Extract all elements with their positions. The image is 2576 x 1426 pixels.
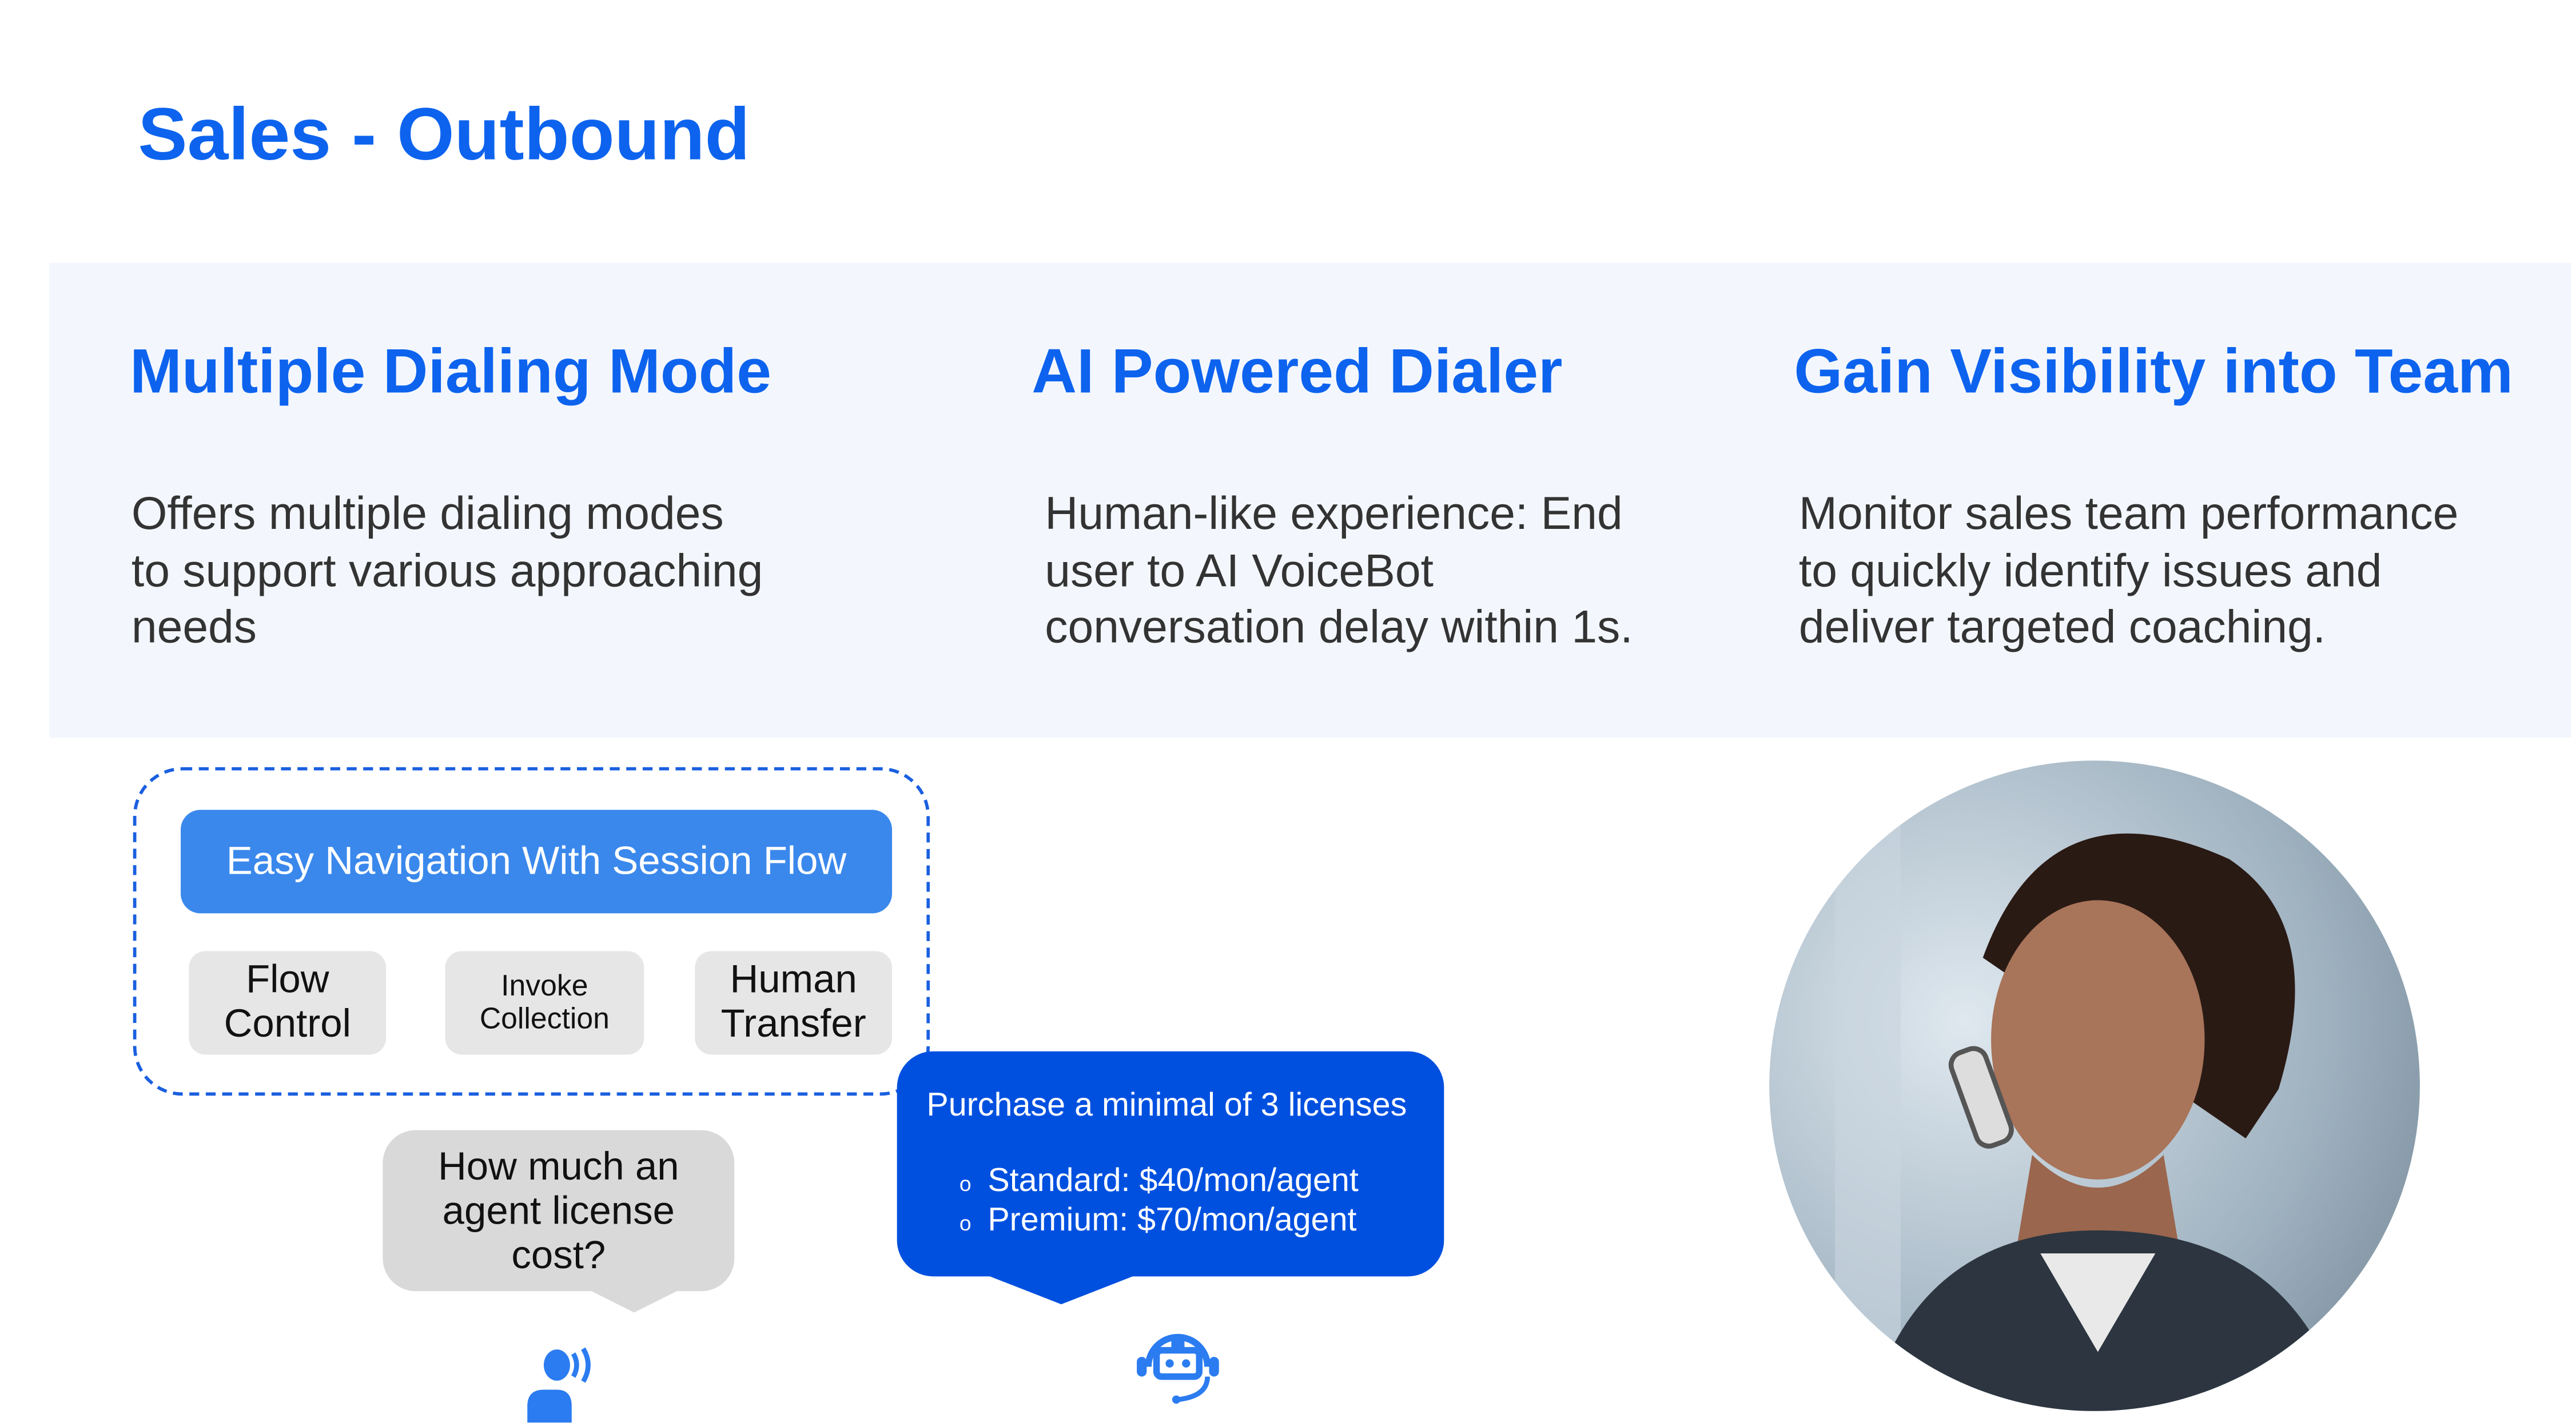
chip-flow-control[interactable]: Flow Control <box>189 951 387 1055</box>
feature-heading-dialing: Multiple Dialing Mode <box>129 338 772 408</box>
question-text: How much an agent license cost? <box>438 1144 679 1277</box>
answer-item-text: Standard: $40/mon/agent <box>988 1163 1359 1200</box>
session-flow-box <box>133 767 930 1096</box>
feature-heading-ai: AI Powered Dialer <box>1032 338 1563 408</box>
woman-on-phone-photo <box>1769 760 2420 1411</box>
photo-illustration <box>1835 760 2344 1411</box>
feature-heading-visibility: Gain Visibility into Team <box>1794 338 2514 408</box>
robot-agent-icon <box>1137 1333 1219 1404</box>
answer-item-text: Premium: $70/mon/agent <box>988 1202 1357 1239</box>
feature-body-visibility: Monitor sales team performance to quickl… <box>1798 488 2459 652</box>
question-bubble-tail <box>588 1289 680 1313</box>
page-title: Sales - Outbound <box>138 91 750 176</box>
features-panel <box>49 262 2571 738</box>
answer-bubble-tail <box>985 1274 1137 1305</box>
chip-human-transfer[interactable]: Human Transfer <box>695 951 893 1055</box>
speaking-person-icon <box>527 1347 591 1423</box>
feature-body-dialing: Offers multiple dialing modes to support… <box>131 488 763 652</box>
question-bubble: How much an agent license cost? <box>383 1130 735 1292</box>
feature-body-ai: Human-like experience: End user to AI Vo… <box>1045 488 1633 652</box>
chip-invoke-collection[interactable]: Invoke Collection <box>445 951 644 1055</box>
answer-title: Purchase a minimal of 3 licenses <box>926 1087 1407 1124</box>
session-flow-button[interactable]: Easy Navigation With Session Flow <box>181 810 893 914</box>
